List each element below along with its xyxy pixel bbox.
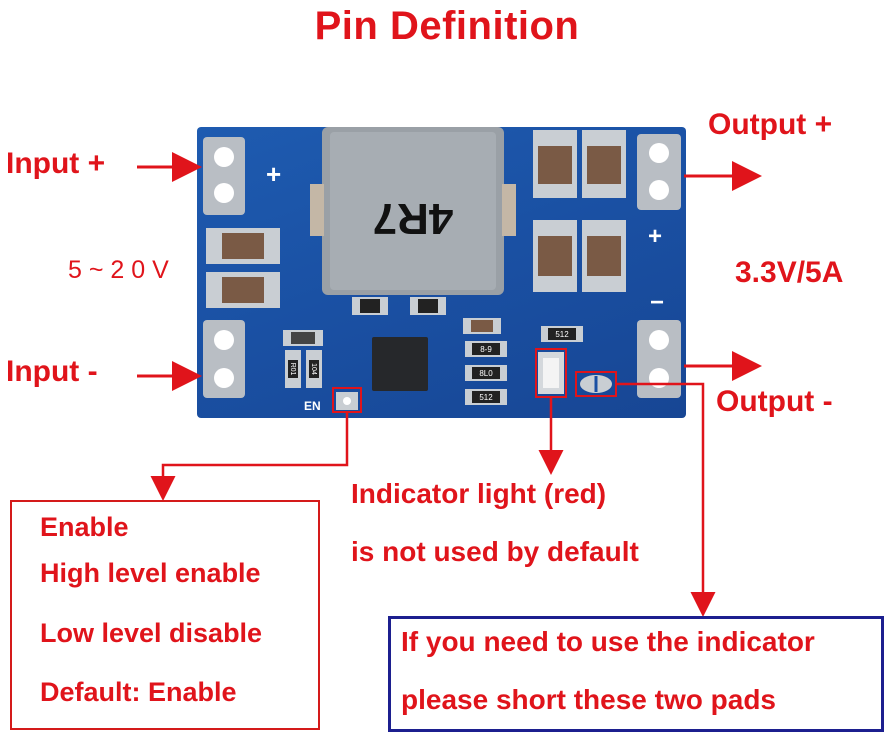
output-capacitors	[533, 130, 626, 292]
output-minus-label: Output -	[716, 385, 833, 418]
silk-plus-right: +	[648, 223, 662, 250]
ic-chip	[372, 337, 428, 391]
indicator-led	[538, 352, 564, 394]
input-capacitors	[206, 228, 280, 308]
en-callout-line	[150, 412, 349, 501]
enable-box-line3: Low level disable	[40, 618, 263, 648]
resistor-mark: 512	[479, 393, 493, 402]
inductor-marking: 4R7	[373, 194, 454, 243]
inductor	[310, 127, 516, 295]
resistor-mark: 512	[555, 330, 569, 339]
silk-minus-right: −	[650, 289, 664, 316]
input-plus-pads	[203, 137, 245, 215]
input-voltage-label: 5 ~ 2 0 V	[68, 256, 169, 284]
enable-box-line1: Enable	[40, 512, 129, 542]
diagram-title: Pin Definition	[314, 4, 580, 48]
enable-box-line4: Default: Enable	[40, 677, 237, 707]
silk-en-label: EN	[304, 399, 321, 413]
input-plus-label: Input +	[6, 147, 106, 180]
enable-info-box	[10, 500, 320, 730]
indicator-label-line1: Indicator light (red)	[351, 478, 607, 509]
output-plus-label: Output +	[708, 108, 833, 141]
en-pad	[336, 392, 358, 410]
indicator-short-pads	[580, 375, 612, 393]
silk-plus-left: +	[266, 159, 281, 189]
output-plus-pads	[637, 134, 681, 210]
input-minus-label: Input -	[6, 355, 98, 388]
indicator-box-line1: If you need to use the indicator	[401, 626, 815, 657]
indicator-label-line2: is not used by default	[351, 536, 639, 567]
indicator-box-line2: please short these two pads	[401, 684, 776, 715]
pads-callout-line	[616, 382, 716, 617]
output-voltage-label: 3.3V/5A	[735, 256, 844, 289]
resistor-mark: 8-9	[480, 345, 492, 354]
indicator-info-box	[388, 616, 884, 732]
resistor-mark: 104	[310, 363, 317, 375]
output-minus-pads	[637, 320, 681, 398]
enable-box-line2: High level enable	[40, 558, 261, 588]
resistor-mark: R01	[289, 363, 296, 376]
input-minus-pads	[203, 320, 245, 398]
small-components	[283, 297, 583, 405]
resistor-mark: 8L0	[479, 369, 493, 378]
